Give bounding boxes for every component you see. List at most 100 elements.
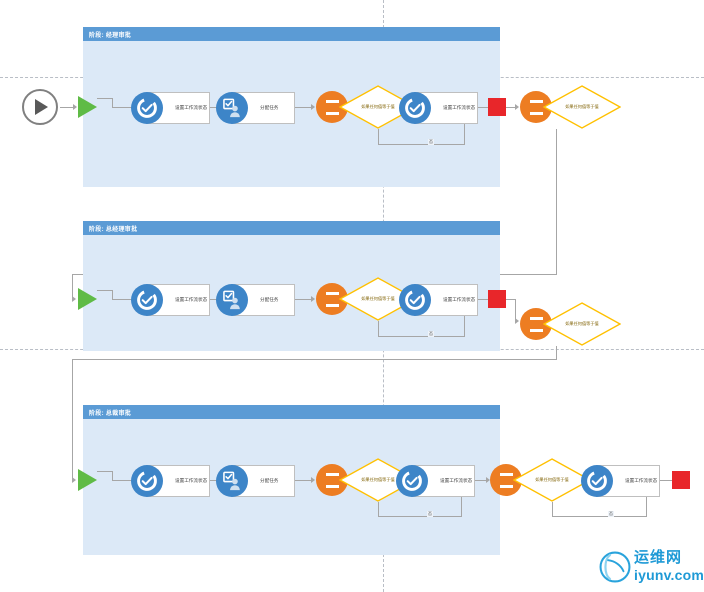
edge-label-no: 否 bbox=[608, 511, 614, 517]
connector bbox=[112, 290, 113, 300]
iyunv-logo-icon bbox=[599, 551, 631, 583]
connector-arrow bbox=[311, 104, 315, 110]
task-assign-task[interactable]: 分配任务 bbox=[216, 284, 295, 316]
task-label: 分配任务 bbox=[260, 478, 279, 483]
lane-start-trigger-president[interactable] bbox=[78, 469, 97, 491]
start-event-circle[interactable] bbox=[22, 89, 58, 125]
workflow-status-icon bbox=[131, 284, 163, 316]
edge-label-no: 否 bbox=[428, 331, 434, 337]
workflow-status-icon bbox=[399, 284, 431, 316]
connector-no bbox=[464, 124, 465, 145]
task-set-workflow-status[interactable]: 设置工作流状态 bbox=[581, 465, 660, 497]
connector bbox=[97, 98, 113, 99]
workflow-status-icon bbox=[581, 465, 613, 497]
connector bbox=[60, 107, 74, 108]
task-set-workflow-status[interactable]: 设置工作流状态 bbox=[396, 465, 475, 497]
connector-no bbox=[378, 502, 379, 517]
decision-condition[interactable]: 如果任何值等于值 bbox=[543, 85, 621, 129]
task-label: 设置工作流状态 bbox=[175, 297, 208, 302]
task-set-workflow-status[interactable]: 设置工作流状态 bbox=[399, 284, 478, 316]
connector bbox=[97, 290, 113, 291]
task-set-workflow-status[interactable]: 设置工作流状态 bbox=[131, 284, 210, 316]
connector bbox=[478, 107, 488, 108]
task-assign-task[interactable]: 分配任务 bbox=[216, 92, 295, 124]
connector bbox=[295, 480, 312, 481]
connector-arrow bbox=[486, 477, 490, 483]
task-set-workflow-status[interactable]: 设置工作流状态 bbox=[131, 465, 210, 497]
decision-label: 如果任何值等于值 bbox=[565, 104, 599, 110]
end-event-marker[interactable] bbox=[488, 290, 506, 308]
connector bbox=[295, 299, 312, 300]
task-assign-task[interactable]: 分配任务 bbox=[216, 465, 295, 497]
equals-icon bbox=[325, 99, 339, 115]
connector-no bbox=[646, 497, 647, 517]
connector-arrow bbox=[73, 104, 77, 110]
task-label: 设置工作流状态 bbox=[440, 478, 473, 483]
lane-start-trigger-manager[interactable] bbox=[78, 96, 97, 118]
workflow-status-icon bbox=[131, 92, 163, 124]
decision-label: 如果任何值等于值 bbox=[361, 477, 395, 483]
end-event-marker[interactable] bbox=[488, 98, 506, 116]
decision-label: 如果任何值等于值 bbox=[361, 296, 395, 302]
connector-no bbox=[552, 516, 647, 517]
connector-arrow bbox=[72, 477, 76, 483]
equals-icon bbox=[325, 291, 339, 307]
decision-label: 如果任何值等于值 bbox=[535, 477, 569, 483]
decision-label: 如果任何值等于值 bbox=[565, 321, 599, 327]
connector-no bbox=[378, 144, 465, 145]
connector-arrow bbox=[72, 296, 76, 302]
task-set-workflow-status[interactable]: 设置工作流状态 bbox=[131, 92, 210, 124]
connector-no bbox=[378, 321, 379, 337]
connector-arrow bbox=[311, 477, 315, 483]
connector-no bbox=[378, 129, 379, 145]
connector bbox=[506, 107, 516, 108]
task-label: 分配任务 bbox=[260, 297, 279, 302]
equals-icon bbox=[499, 472, 513, 488]
decision-condition[interactable]: 如果任何值等于值 bbox=[543, 302, 621, 346]
play-triangle-icon bbox=[35, 99, 48, 115]
connector-no bbox=[378, 336, 465, 337]
connector bbox=[295, 107, 312, 108]
decision-label: 如果任何值等于值 bbox=[361, 104, 395, 110]
connector bbox=[72, 359, 73, 481]
watermark-cn: 运维网 bbox=[634, 549, 683, 566]
connector-no bbox=[378, 516, 462, 517]
connector-no bbox=[552, 502, 553, 517]
assign-task-icon bbox=[216, 284, 248, 316]
connector bbox=[556, 129, 557, 275]
assign-task-icon bbox=[216, 465, 248, 497]
connector-no bbox=[461, 497, 462, 517]
task-set-workflow-status[interactable]: 设置工作流状态 bbox=[399, 92, 478, 124]
end-event-marker[interactable] bbox=[672, 471, 690, 489]
equals-icon bbox=[529, 316, 543, 332]
watermark-en: iyunv.com bbox=[634, 567, 704, 583]
connector bbox=[72, 359, 557, 360]
connector bbox=[112, 107, 140, 108]
lane-start-trigger-general-manager[interactable] bbox=[78, 288, 97, 310]
task-label: 分配任务 bbox=[260, 105, 279, 110]
edge-label-no: 否 bbox=[428, 139, 434, 145]
connector bbox=[660, 480, 672, 481]
connector-no bbox=[464, 316, 465, 337]
connector-arrow bbox=[515, 318, 519, 324]
edge-label-no: 否 bbox=[427, 511, 433, 517]
task-label: 设置工作流状态 bbox=[625, 478, 658, 483]
connector-arrow bbox=[311, 296, 315, 302]
decision-condition[interactable]: 如果任何值等于值 bbox=[513, 458, 591, 502]
assign-task-icon bbox=[216, 92, 248, 124]
connector bbox=[475, 480, 487, 481]
connector bbox=[112, 480, 140, 481]
connector-arrow bbox=[515, 104, 519, 110]
connector bbox=[556, 346, 557, 360]
connector bbox=[97, 471, 113, 472]
connector bbox=[478, 299, 488, 300]
task-label: 设置工作流状态 bbox=[443, 105, 476, 110]
watermark: 运维网 iyunv.com bbox=[598, 549, 704, 585]
equals-icon bbox=[529, 99, 543, 115]
connector bbox=[112, 471, 113, 481]
connector bbox=[72, 274, 73, 300]
equals-icon bbox=[325, 472, 339, 488]
connector bbox=[515, 299, 516, 322]
connector bbox=[506, 299, 516, 300]
